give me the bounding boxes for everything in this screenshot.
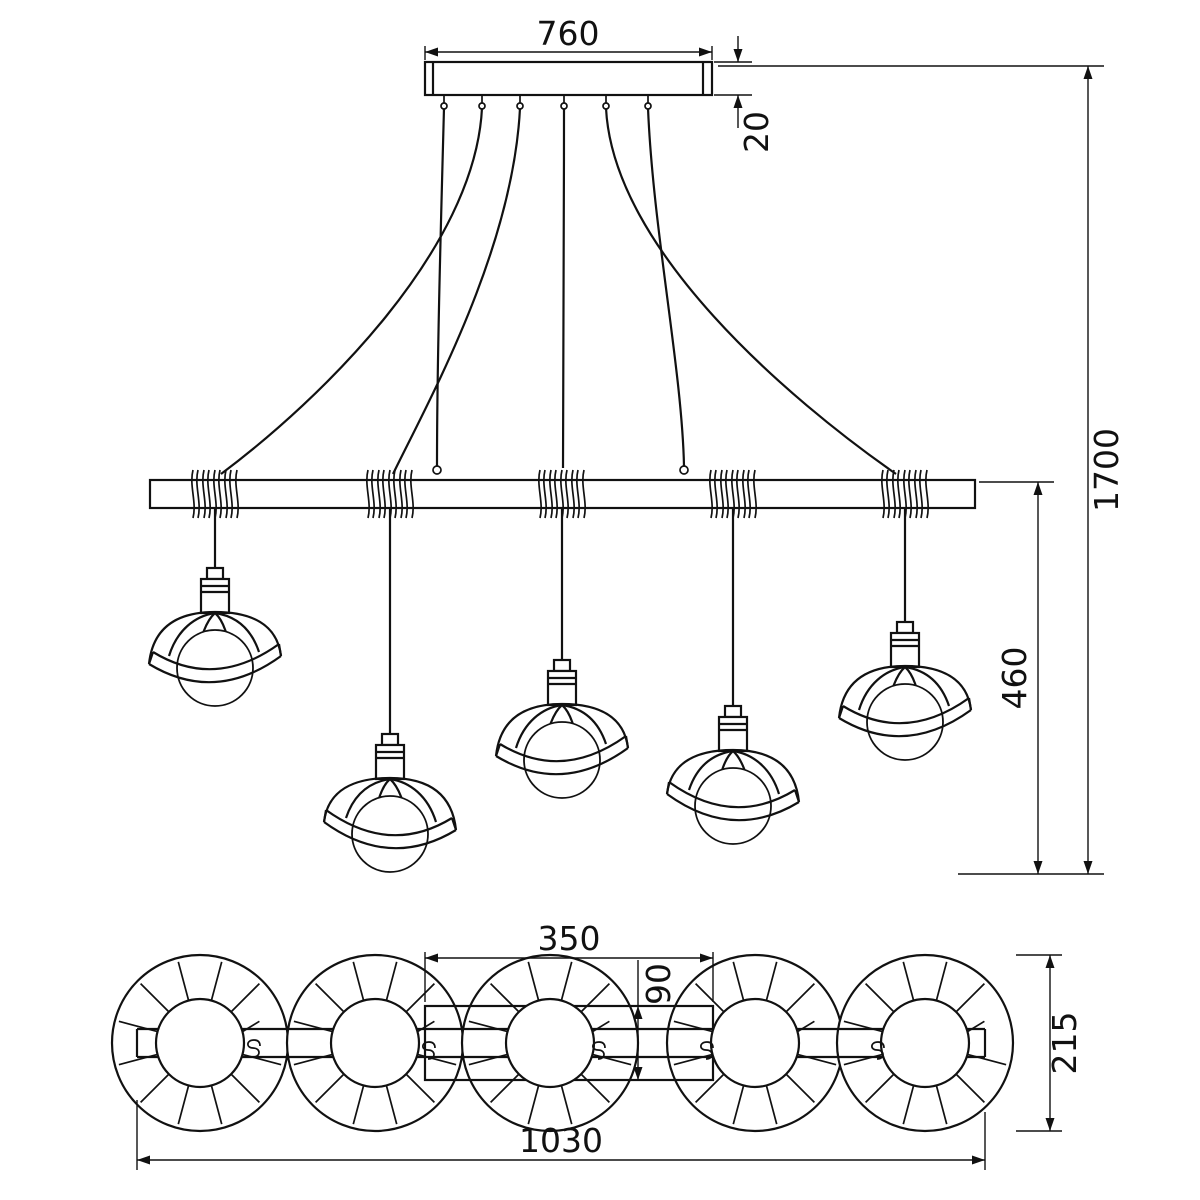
suspension-cable-5: [604, 107, 897, 475]
dimension-label-overall-height: 1700: [1087, 428, 1126, 512]
dimension-label-canopy-width: 760: [537, 14, 600, 53]
plan-bulb-2: [329, 997, 421, 1089]
dimension-canopy-width: 760: [424, 14, 713, 60]
pendant-lamp-5: [837, 620, 973, 762]
dimension-label-drop-below-bar: 460: [995, 647, 1034, 710]
suspension-cable-4: [561, 107, 566, 469]
canopy-cable-stubs: [440, 95, 652, 110]
pendant-lamp-1: [147, 566, 283, 708]
plan-bulb-1: [154, 997, 246, 1089]
plan-bulbs: [154, 997, 971, 1089]
dimension-label-bar-width: 90: [639, 963, 678, 1005]
dimension-label-canopy-thickness: 20: [737, 111, 776, 153]
canopy-plate: [423, 60, 714, 97]
dimension-label-shade-diameter: 215: [1045, 1012, 1084, 1075]
dimension-bar-width: 90: [633, 960, 678, 1080]
dimension-center-spacing: 350: [424, 919, 714, 1002]
ceiling-canopy: [423, 60, 714, 110]
dimension-label-overall-length: 1030: [519, 1121, 603, 1160]
dimension-drop-below-bar: 460: [979, 481, 1054, 874]
dimension-overall-length: 1030: [136, 1100, 986, 1170]
bottom-plan-view: 350 90 215 1030: [110, 919, 1084, 1170]
pendant-lamp-3: [494, 658, 630, 800]
lamp-cords: [213, 508, 907, 734]
pendant-lamp-2: [322, 732, 458, 874]
plan-bulb-3: [504, 997, 596, 1089]
cable-end-fitting: [679, 465, 689, 475]
plan-bulb-5: [879, 997, 971, 1089]
front-elevation-view: 760 20 1700 460: [147, 14, 1126, 875]
cable-end-fitting: [432, 465, 442, 475]
plan-bulb-4: [709, 997, 801, 1089]
dimension-canopy-thickness: 20: [714, 36, 776, 153]
suspension-cable-2: [220, 107, 484, 475]
suspension-cable-6: [646, 107, 686, 467]
pendant-lamps: [147, 566, 973, 874]
suspension-cable-3: [392, 107, 522, 475]
pendant-lamp-4: [665, 704, 801, 846]
dimension-overall-height: 1700: [718, 65, 1126, 875]
dimension-shade-diameter: 215: [1016, 954, 1084, 1132]
suspension-cables: [220, 107, 897, 475]
suspension-cable-1: [435, 107, 446, 467]
dimension-label-center-spacing: 350: [538, 919, 601, 958]
